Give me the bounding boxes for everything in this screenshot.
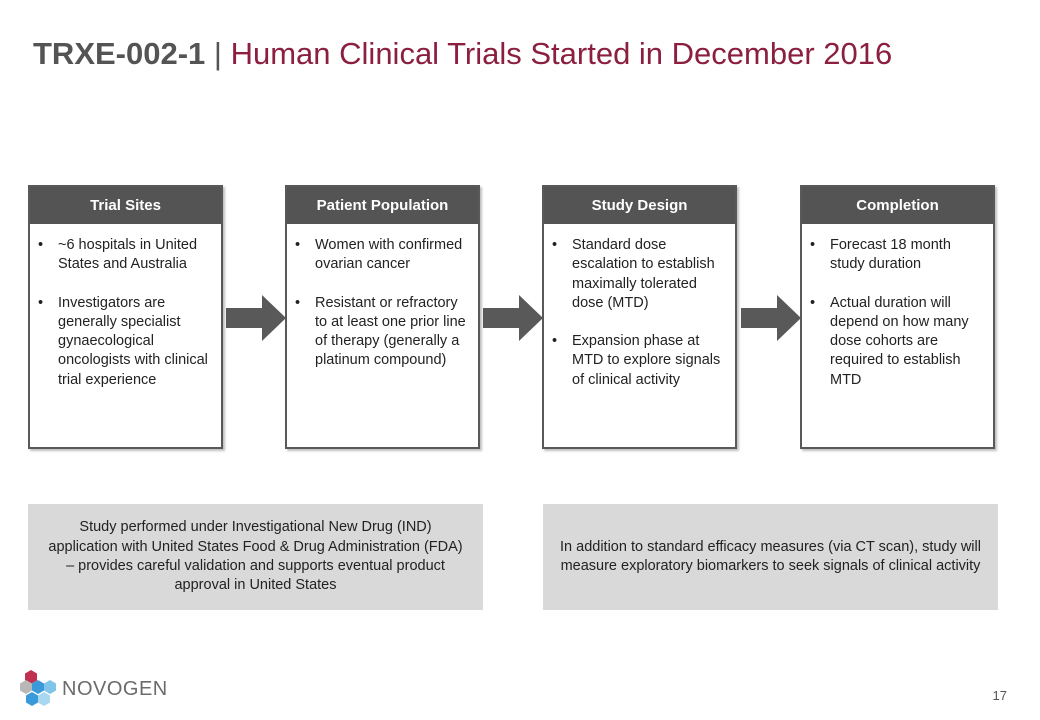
bullet-item: Expansion phase at MTD to explore signal…	[552, 332, 729, 390]
title-separator: |	[213, 36, 222, 71]
bullet-item: Investigators are generally specialist g…	[38, 294, 215, 390]
page-number: 17	[992, 688, 1007, 703]
bullet-item: ~6 hospitals in United States and Austra…	[38, 236, 215, 275]
card-completion: Completion Forecast 18 month study durat…	[800, 185, 995, 449]
bullet-item: Forecast 18 month study duration	[810, 236, 987, 275]
hexagon-cluster-icon	[20, 670, 56, 706]
card-header: Patient Population	[287, 187, 478, 224]
bullet-item: Standard dose escalation to establish ma…	[552, 236, 729, 313]
right-arrow-icon	[741, 295, 801, 341]
bullet-item: Actual duration will depend on how many …	[810, 294, 987, 390]
bullet-item: Resistant or refractory to at least one …	[295, 294, 472, 371]
title-main: Human Clinical Trials Started in Decembe…	[230, 36, 893, 71]
note-left: Study performed under Investigational Ne…	[28, 504, 483, 610]
logo-text: NOVOGEN	[62, 677, 168, 700]
right-arrow-icon	[483, 295, 543, 341]
bullet-list: Women with confirmed ovarian cancer Resi…	[287, 224, 478, 371]
title-code: TRXE-002-1	[33, 36, 206, 71]
card-header: Study Design	[544, 187, 735, 224]
bullet-list: ~6 hospitals in United States and Austra…	[30, 224, 221, 390]
bullet-list: Standard dose escalation to establish ma…	[544, 224, 735, 390]
bullet-list: Forecast 18 month study duration Actual …	[802, 224, 993, 390]
novogen-logo: NOVOGEN	[20, 668, 168, 710]
card-header: Trial Sites	[30, 187, 221, 224]
card-study-design: Study Design Standard dose escalation to…	[542, 185, 737, 449]
note-right: In addition to standard efficacy measure…	[543, 504, 998, 610]
right-arrow-icon	[226, 295, 286, 341]
card-patient-population: Patient Population Women with confirmed …	[285, 185, 480, 449]
page-title: TRXE-002-1 | Human Clinical Trials Start…	[33, 36, 892, 72]
card-header: Completion	[802, 187, 993, 224]
bullet-item: Women with confirmed ovarian cancer	[295, 236, 472, 275]
card-trial-sites: Trial Sites ~6 hospitals in United State…	[28, 185, 223, 449]
